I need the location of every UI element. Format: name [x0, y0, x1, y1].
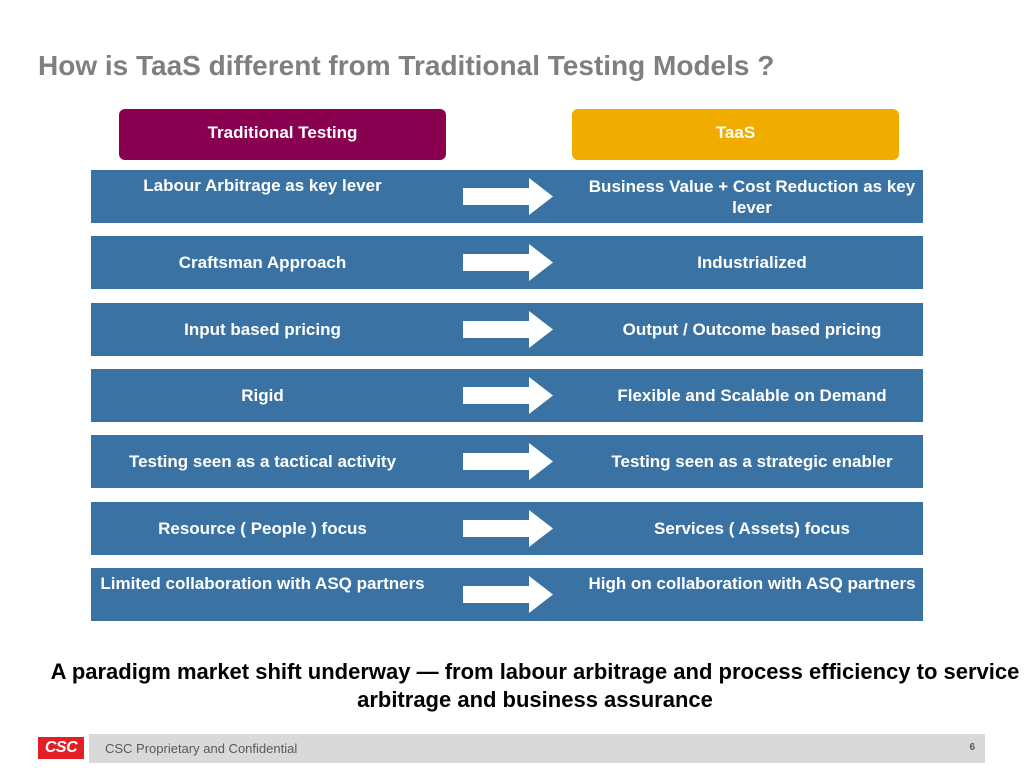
right-arrow-icon [463, 510, 553, 547]
comparison-row: Craftsman Approach Industrialized [91, 236, 923, 289]
traditional-cell: Limited collaboration with ASQ partners [100, 574, 425, 593]
comparison-row: Limited collaboration with ASQ partners … [91, 568, 923, 621]
comparison-row: Input based pricing Output / Outcome bas… [91, 303, 923, 356]
traditional-cell: Resource ( People ) focus [158, 519, 367, 538]
right-arrow-icon [463, 244, 553, 281]
slide-title: How is TaaS different from Traditional T… [38, 50, 775, 81]
right-arrow-icon [463, 178, 553, 215]
footer-text: CSC Proprietary and Confidential [105, 741, 298, 756]
comparison-row: Resource ( People ) focus Services ( Ass… [91, 502, 923, 555]
right-arrow-icon [463, 576, 553, 613]
comparison-row: Labour Arbitrage as key lever Business V… [91, 170, 923, 223]
right-arrow-icon [463, 377, 553, 414]
comparison-row: Rigid Flexible and Scalable on Demand [91, 369, 923, 422]
taas-cell: Flexible and Scalable on Demand [617, 386, 887, 405]
traditional-cell: Input based pricing [184, 320, 341, 339]
taas-cell: Services ( Assets) focus [654, 519, 850, 538]
taas-cell: Industrialized [697, 253, 807, 272]
traditional-cell: Rigid [241, 386, 284, 405]
csc-logo: CSC [38, 737, 84, 759]
right-arrow-icon [463, 443, 553, 480]
page-number: 6 [969, 742, 975, 753]
taas-cell: Business Value + Cost Reduction as key l… [588, 176, 916, 217]
traditional-cell: Labour Arbitrage as key lever [143, 176, 382, 195]
tagline: A paradigm market shift underway — from … [0, 658, 1024, 714]
comparison-row: Testing seen as a tactical activity Test… [91, 435, 923, 488]
tagline-text: A paradigm market shift underway — from … [50, 659, 1020, 712]
taas-cell: Testing seen as a strategic enabler [611, 452, 893, 471]
traditional-testing-header: Traditional Testing [119, 109, 446, 160]
taas-cell: High on collaboration with ASQ partners [588, 574, 916, 593]
footer-bar: CSC Proprietary and Confidential 6 [89, 734, 985, 763]
taas-header: TaaS [572, 109, 899, 160]
right-arrow-icon [463, 311, 553, 348]
traditional-cell: Testing seen as a tactical activity [128, 452, 397, 471]
taas-cell: Output / Outcome based pricing [622, 320, 882, 339]
traditional-cell: Craftsman Approach [178, 253, 347, 272]
